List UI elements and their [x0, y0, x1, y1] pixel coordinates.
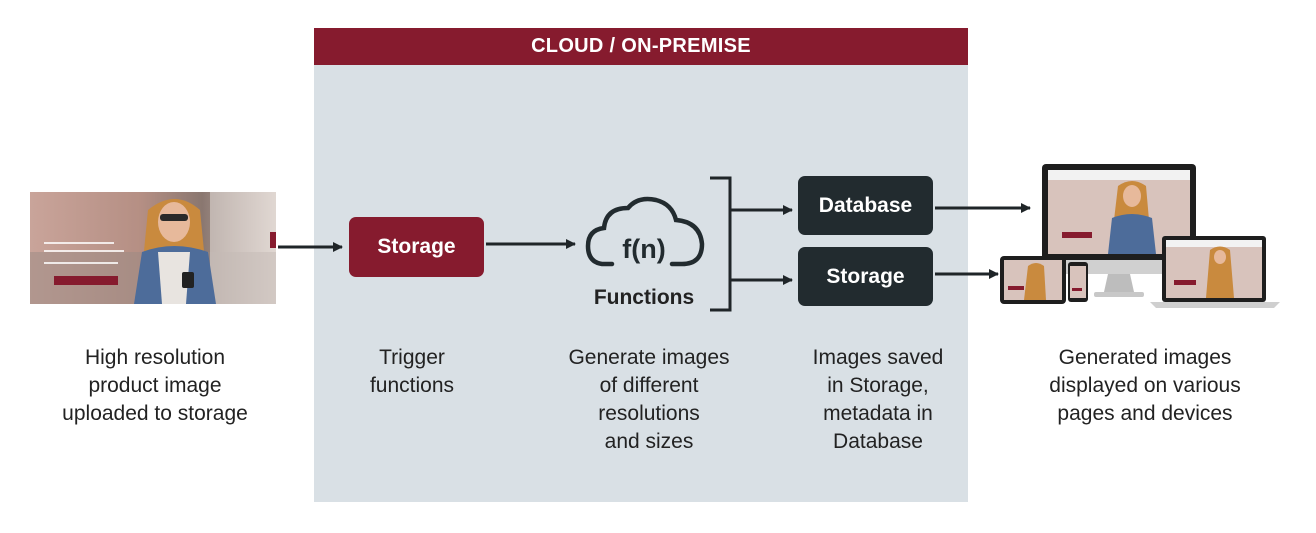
- caption-line: Database: [833, 430, 923, 453]
- caption-line: functions: [369, 374, 455, 397]
- caption-upload: High resolution product image uploaded t…: [30, 344, 280, 428]
- caption-saved: Images saved in Storage, metadata in Dat…: [778, 344, 978, 456]
- storage-trigger-box: Storage: [349, 217, 484, 277]
- caption-line: Generated images: [1058, 346, 1232, 369]
- caption-line: and sizes: [604, 430, 694, 453]
- caption-line: Generate images: [568, 346, 730, 369]
- database-box: Database: [798, 176, 933, 235]
- storage-saved-box: Storage: [798, 247, 933, 306]
- caption-line: metadata in: [823, 402, 933, 425]
- caption-line: resolutions: [598, 402, 700, 425]
- caption-line: of different: [599, 374, 699, 397]
- devices-mockup: [1000, 164, 1280, 308]
- caption-line: Trigger: [379, 346, 445, 369]
- caption-trigger: Trigger functions: [332, 344, 492, 400]
- caption-line: product image: [88, 374, 222, 397]
- cloud-function-icon: [585, 196, 705, 267]
- panel-title: CLOUD / ON-PREMISE: [314, 28, 968, 65]
- caption-line: in Storage,: [827, 374, 929, 397]
- functions-bracket: [710, 176, 732, 312]
- caption-generate: Generate images of different resolutions…: [549, 344, 749, 456]
- functions-label: Functions: [593, 286, 695, 309]
- caption-line: displayed on various: [1049, 374, 1241, 397]
- caption-line: pages and devices: [1057, 402, 1233, 425]
- function-icon-text: f(n): [622, 234, 666, 264]
- caption-line: Images saved: [812, 346, 944, 369]
- caption-line: High resolution: [84, 346, 226, 369]
- product-photo: [30, 192, 276, 304]
- product-photo-image: [30, 192, 276, 304]
- caption-display: Generated images displayed on various pa…: [1010, 344, 1280, 428]
- caption-line: uploaded to storage: [62, 402, 248, 425]
